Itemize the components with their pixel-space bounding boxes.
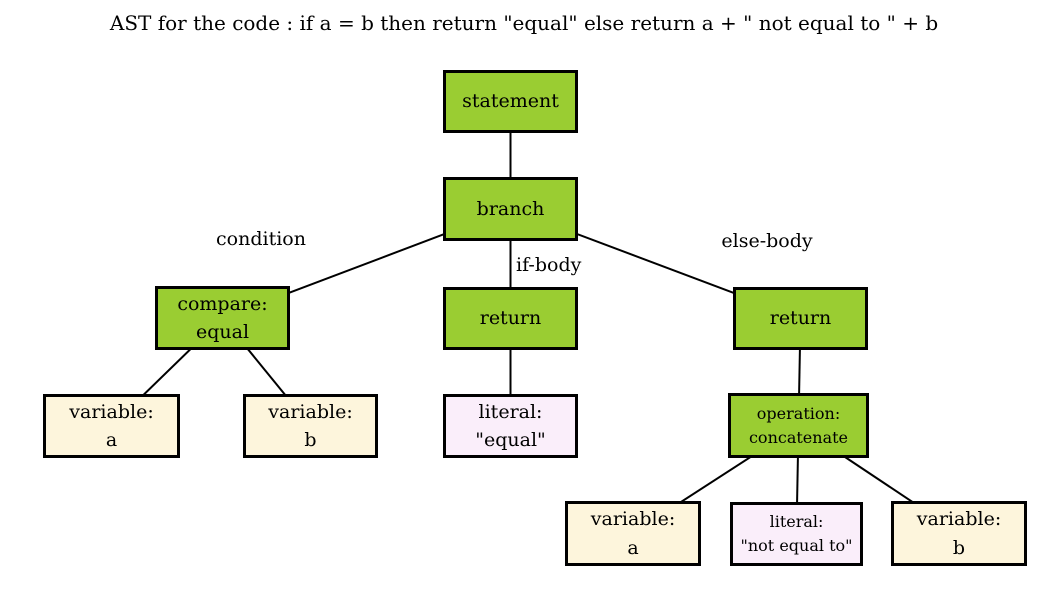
node-label-line2: "equal" (475, 429, 546, 451)
node-label-line2: a (627, 536, 639, 559)
node-statement: statement (443, 70, 578, 133)
node-variable-b-left: variable: b (243, 394, 378, 458)
node-label: branch (476, 197, 545, 220)
node-label-line2: b (952, 536, 966, 559)
node-return-if: return (443, 287, 578, 350)
node-label-line1: variable: (268, 400, 353, 423)
node-operation-concatenate: operation: concatenate (728, 393, 869, 458)
diagram-title: AST for the code : if a = b then return … (109, 11, 939, 35)
node-label-line1: variable: (590, 508, 676, 530)
node-label: statement (462, 90, 559, 113)
node-label-line1: literal: (478, 400, 543, 423)
node-variable-b-right: variable: b (891, 501, 1027, 566)
node-label-line2: concatenate (748, 427, 849, 447)
node-label-line1: variable: (69, 400, 154, 423)
node-label-line1: compare: (177, 292, 268, 315)
node-variable-a-left: variable: a (43, 394, 180, 458)
node-label-line1: operation: (756, 403, 841, 423)
node-literal-equal: literal: "equal" (443, 394, 578, 458)
node-variable-a-right: variable: a (565, 501, 701, 566)
node-label: return (769, 307, 832, 330)
node-label-line2: "not equal to" (740, 536, 853, 555)
node-compare-equal: compare: equal (155, 286, 290, 350)
edge-label-if-body: if-body (516, 254, 582, 276)
edge-label-condition: condition (216, 228, 306, 250)
node-label-line2: b (304, 429, 317, 451)
node-label-line2: a (105, 429, 118, 451)
node-label-line1: variable: (916, 508, 1002, 530)
node-literal-not-equal-to: literal: "not equal to" (730, 502, 863, 566)
node-label: return (479, 307, 542, 330)
edge-label-else-body: else-body (721, 230, 813, 252)
node-branch: branch (443, 177, 578, 241)
node-return-else: return (733, 287, 868, 350)
node-label-line1: literal: (769, 512, 824, 531)
node-label-line2: equal (195, 321, 250, 343)
